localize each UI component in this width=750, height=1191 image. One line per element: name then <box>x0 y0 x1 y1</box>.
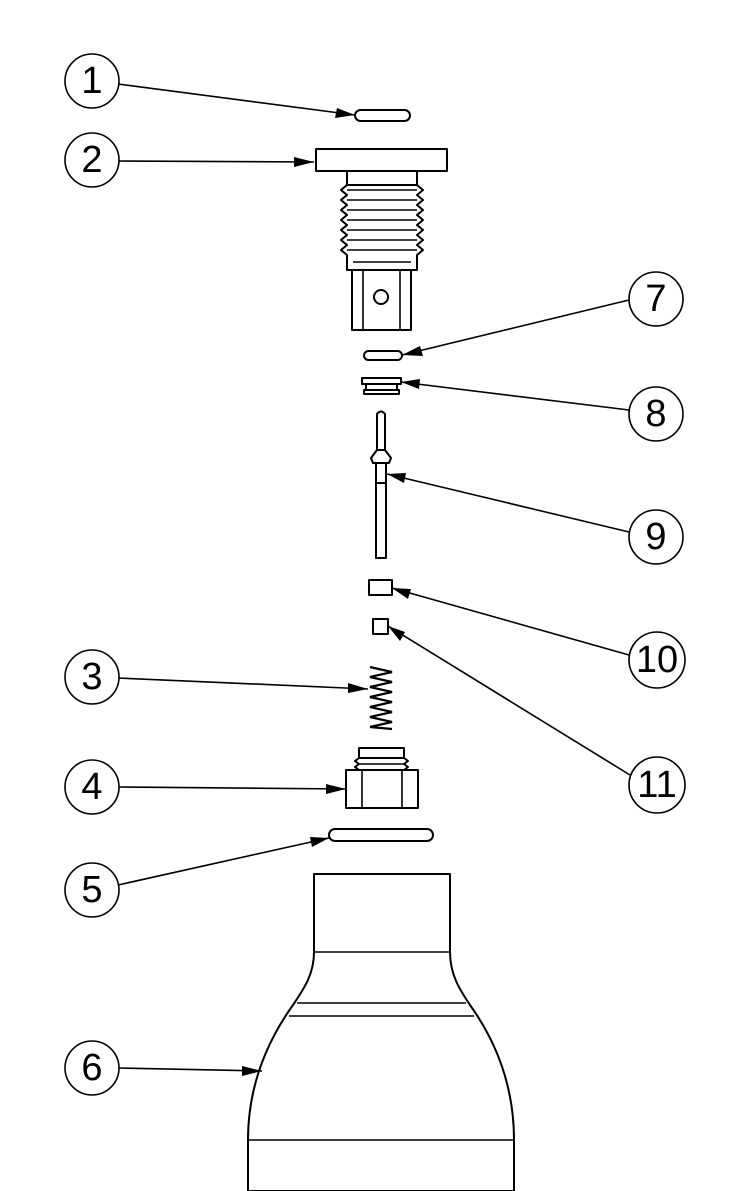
callout-1: 1 <box>64 53 120 109</box>
callout-9-label: 9 <box>645 516 666 558</box>
callout-2-label: 2 <box>81 139 102 181</box>
callout-5: 5 <box>64 862 120 918</box>
callout-9: 9 <box>628 509 684 565</box>
callout-7: 7 <box>628 271 684 327</box>
callout-10: 10 <box>628 631 686 689</box>
callout-8-label: 8 <box>645 393 666 435</box>
part-8-seal <box>361 377 402 395</box>
part-5-large-o-ring <box>328 828 434 842</box>
part-3-spring <box>369 665 393 731</box>
callout-4: 4 <box>64 759 120 815</box>
callout-5-label: 5 <box>81 869 102 911</box>
part-11-insert <box>372 618 389 635</box>
part-9-valve-pin <box>370 410 392 559</box>
callout-4-label: 4 <box>81 766 102 808</box>
callout-3: 3 <box>64 649 120 705</box>
callout-1-label: 1 <box>81 60 102 102</box>
callout-6: 6 <box>64 1040 120 1096</box>
callout-11-label: 11 <box>637 764 676 806</box>
callout-2: 2 <box>64 132 120 188</box>
callout-3-label: 3 <box>81 656 102 698</box>
callout-6-label: 6 <box>81 1047 102 1089</box>
part-1-o-ring <box>354 109 411 122</box>
part-4-hex-fitting <box>345 747 419 809</box>
part-7-small-o-ring <box>363 350 403 361</box>
callout-11: 11 <box>628 756 686 814</box>
callout-7-label: 7 <box>645 278 666 320</box>
leader-lines <box>117 83 631 1076</box>
part-10-insert <box>368 579 393 596</box>
part-6-cylinder <box>247 873 515 1191</box>
callout-10-label: 10 <box>636 639 678 681</box>
part-2-valve-body <box>315 148 448 331</box>
callout-8: 8 <box>628 386 684 442</box>
